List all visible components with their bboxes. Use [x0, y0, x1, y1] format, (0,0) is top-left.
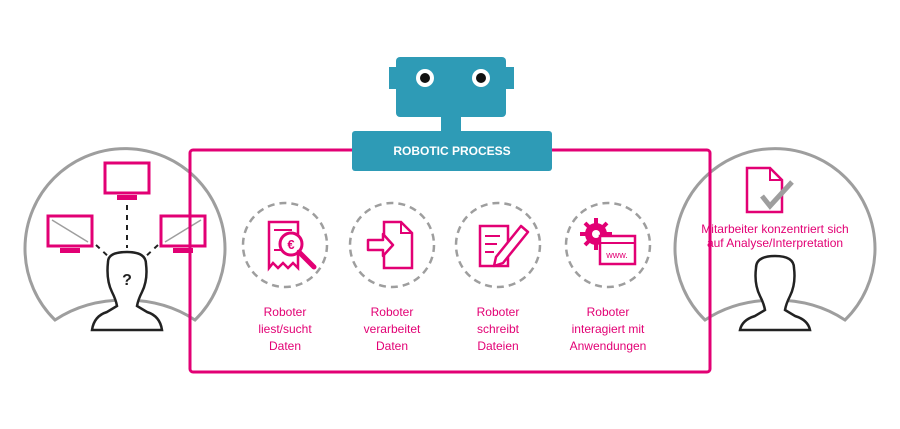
robot-body	[352, 131, 552, 171]
dashed-circle	[454, 201, 542, 289]
browser-window-icon: www.	[598, 234, 637, 266]
dashed-connector	[143, 244, 159, 259]
step-label-line: Anwendungen	[569, 339, 647, 353]
right-panel-text: Mitarbeiter konzentriert sich auf Analys…	[680, 222, 870, 250]
robot-ear-left	[389, 67, 399, 89]
step-label-line: Roboter	[476, 305, 520, 319]
dashed-circle	[348, 201, 436, 289]
robot-neck	[441, 117, 461, 131]
monitor-icon	[46, 214, 94, 253]
step-label-line: interagiert mit	[571, 322, 645, 336]
robot-title: ROBOTIC PROCESS AUTOMATION	[393, 144, 511, 198]
step-label: Roboter liest/sucht Daten	[225, 304, 345, 355]
step-label-line: Dateien	[477, 339, 519, 353]
monitor-icon	[159, 214, 207, 253]
person-icon	[738, 254, 812, 332]
step-3	[454, 201, 542, 289]
browser-url-text: www.	[605, 250, 628, 260]
right-panel-line: auf Analyse/Interpretation	[706, 236, 844, 250]
step-label-line: Daten	[268, 339, 302, 353]
document-check-icon	[745, 166, 794, 214]
robot-ear-right	[504, 67, 514, 89]
robot	[352, 57, 552, 171]
right-panel	[673, 147, 877, 332]
robot-head	[396, 57, 506, 117]
document-arrow-icon	[366, 220, 414, 270]
step-label-line: Roboter	[370, 305, 414, 319]
step-label-line: Roboter	[586, 305, 630, 319]
step-label-line: liest/sucht	[258, 322, 312, 336]
step-label: Roboter schreibt Dateien	[438, 304, 558, 355]
dashed-circle	[241, 201, 329, 289]
dashed-circle	[564, 201, 652, 289]
svg-text:€: €	[287, 237, 294, 252]
step-label: Roboter interagiert mit Anwendungen	[548, 304, 668, 355]
dashed-connector	[95, 244, 111, 259]
gear-browser-icon: www.	[580, 218, 637, 266]
step-label-line: verarbeitet	[363, 322, 421, 336]
step-2	[348, 201, 436, 289]
step-label: Roboter verarbeitet Daten	[332, 304, 452, 355]
monitor-icon	[103, 161, 151, 200]
question-mark: ?	[122, 272, 132, 289]
step-label-line: schreibt	[476, 322, 520, 336]
right-panel-line: Mitarbeiter konzentriert sich	[701, 222, 849, 236]
step-1: €	[241, 201, 329, 289]
step-4: www.	[564, 201, 652, 289]
step-label-line: Daten	[375, 339, 409, 353]
step-label-line: Roboter	[263, 305, 307, 319]
euro-document-search-icon: €	[267, 220, 317, 272]
person-icon: ?	[90, 250, 164, 332]
left-panel: ?	[23, 147, 227, 332]
document-pencil-icon	[478, 224, 530, 268]
